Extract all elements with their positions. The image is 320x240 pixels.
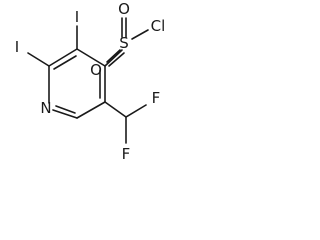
atom-nitrogen: N <box>40 99 51 117</box>
bond-c4-sulfur <box>104 49 123 67</box>
molecule-structure: I I N S O O Cl F F <box>0 0 190 178</box>
bond-c2-c3-inner <box>53 55 77 70</box>
atom-fluorine-top: F <box>152 89 161 107</box>
bond-c5-c6 <box>76 101 106 119</box>
pyridine-ring <box>48 48 106 119</box>
atom-chlorine: Cl <box>151 17 166 35</box>
bond-s-o-bottom-2 <box>108 52 125 67</box>
atom-oxygen-bottom: O <box>90 61 102 79</box>
bond-c5-chf2 <box>104 101 127 118</box>
bond-c3-c4 <box>76 48 106 67</box>
atom-iodine-top: I <box>75 8 79 26</box>
bond-c6-n <box>52 109 78 119</box>
atom-fluorine-bottom: F <box>122 145 131 163</box>
bond-s-o-bottom-1 <box>106 49 121 63</box>
atom-sulfur: S <box>119 34 129 52</box>
bond-chf2-f-top <box>125 104 147 118</box>
atom-iodine-left: I <box>15 38 19 56</box>
atom-oxygen-top: O <box>118 0 130 18</box>
bond-c2-c3 <box>48 48 78 67</box>
bond-c2-iodine <box>27 52 50 67</box>
bond-s-cl <box>131 29 149 40</box>
structure-diagram: I I N S O O Cl F F <box>15 0 166 163</box>
bond-c6-n-inner <box>55 105 76 114</box>
